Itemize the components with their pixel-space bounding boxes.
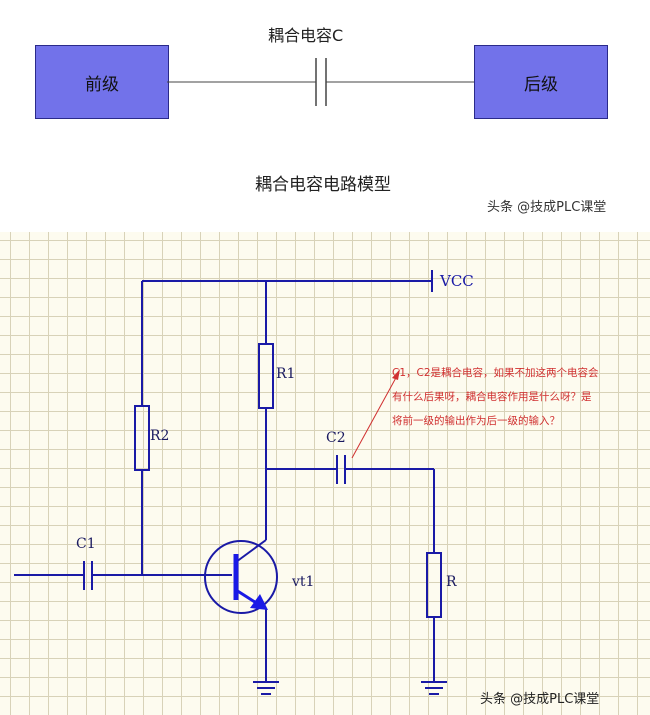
- c1-label: C1: [76, 536, 96, 552]
- transistor-label: vt1: [292, 574, 315, 590]
- watermark-bottom: 头条 @技成PLC课堂: [480, 692, 600, 707]
- r2-body: [134, 405, 150, 471]
- r-body: [426, 552, 442, 618]
- front-stage-box: 前级: [35, 45, 169, 119]
- r1-label: R1: [276, 366, 296, 382]
- coupling-model-panel: 耦合电容C 前级 后级 耦合电容电路模型 头条 @技成PLC课堂: [0, 0, 650, 222]
- annotation-line-2: 有什么后果呀，耦合电容作用是什么呀？是: [392, 391, 592, 403]
- transistor-emitter-arrow: [250, 594, 268, 610]
- front-stage-label: 前级: [85, 74, 119, 95]
- annotation-arrow-line: [351, 373, 399, 459]
- transistor-emitter: [235, 588, 259, 606]
- watermark-top: 头条 @技成PLC课堂: [487, 200, 607, 215]
- annotation-line-1: C1，C2是耦合电容，如果不加这两个电容会: [392, 367, 599, 379]
- capacitor-label: 耦合电容C: [268, 26, 344, 45]
- schematic-grid: [0, 232, 650, 715]
- back-stage-box: 后级: [474, 45, 608, 119]
- r-label: R: [446, 574, 457, 590]
- annotation-arrow-head: [392, 369, 400, 380]
- vcc-label: VCC: [440, 272, 474, 290]
- annotation-line-3: 将前一级的输出作为后一级的输入？: [392, 415, 560, 427]
- r1-body: [258, 343, 274, 409]
- transistor-body: [204, 540, 278, 614]
- back-stage-label: 后级: [524, 74, 558, 95]
- r2-label: R2: [150, 428, 170, 444]
- transistor-collector: [235, 539, 267, 563]
- c2-label: C2: [326, 430, 346, 446]
- model-caption: 耦合电容电路模型: [255, 175, 391, 195]
- model-wiring: [167, 58, 474, 106]
